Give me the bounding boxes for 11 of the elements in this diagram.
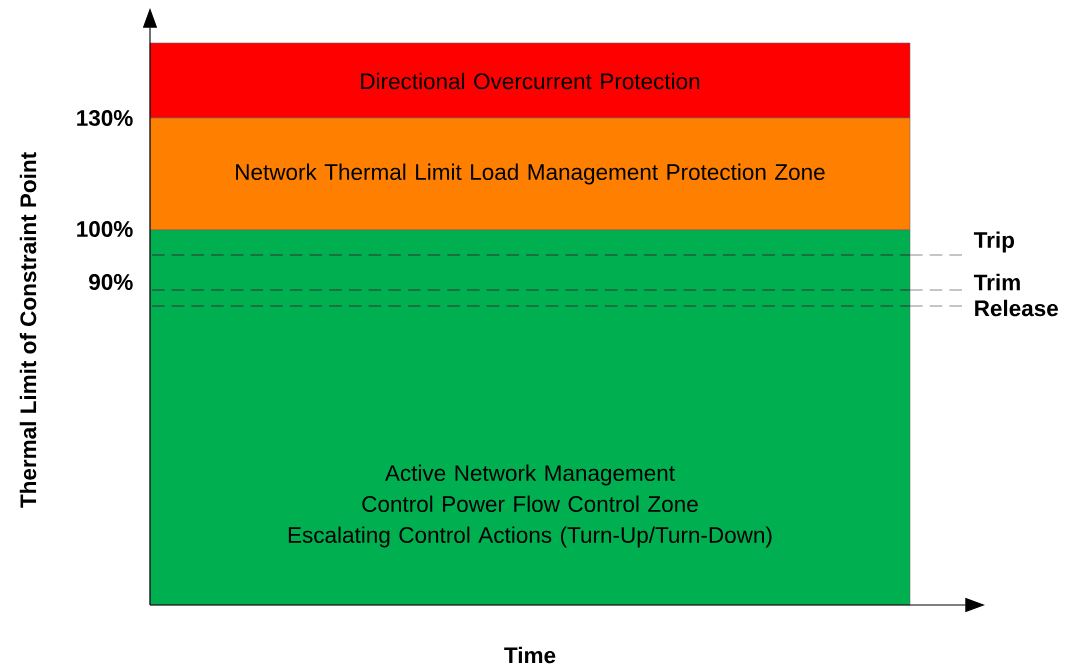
axis-tick-label: 130% <box>77 110 133 126</box>
zone-band: Directional Overcurrent Protection <box>149 42 911 119</box>
zone-band: Network Thermal Limit Load Management Protection Zone <box>149 117 911 231</box>
axis-tick-label: 100% <box>77 221 133 237</box>
axis-title: Thermal Limit of Constraint Point <box>19 152 37 508</box>
axis-title: Time <box>504 646 556 664</box>
axis-tick-label: 90% <box>89 274 133 290</box>
threshold-label: Trip <box>973 231 1014 253</box>
zone-band: Active Network Management Control Power Flow Control Zone Escalating Control Actions (Turn-Up/Turn-Down) <box>149 229 911 606</box>
threshold-label: Trim <box>973 273 1020 291</box>
threshold-label: Release <box>975 299 1058 317</box>
